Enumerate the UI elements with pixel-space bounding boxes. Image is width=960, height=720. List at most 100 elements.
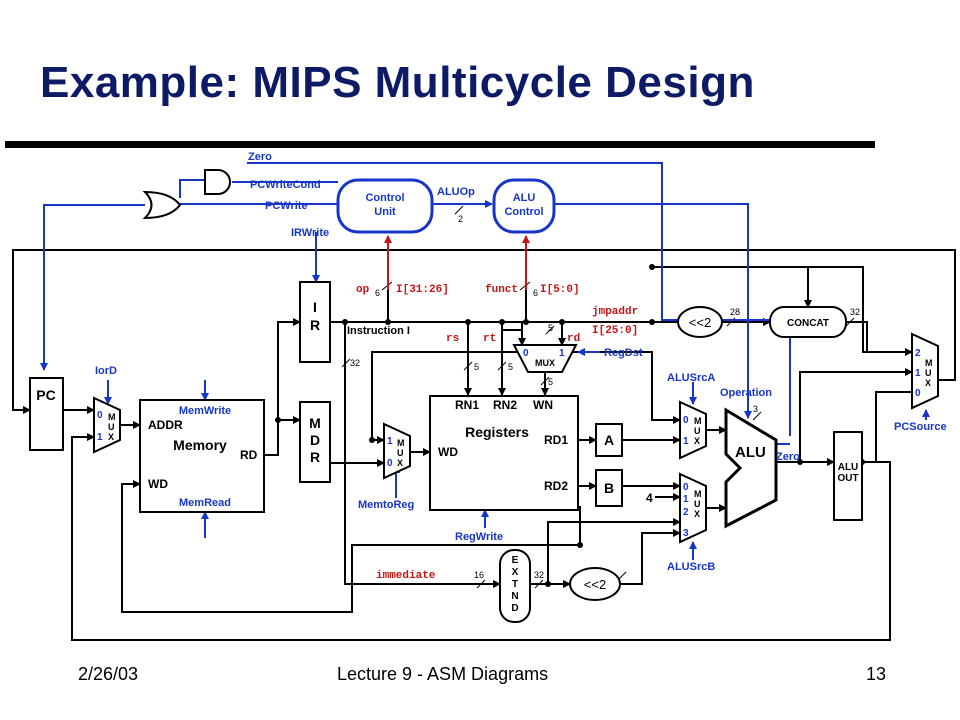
- svg-text:Control: Control: [365, 192, 404, 204]
- svg-text:3: 3: [683, 528, 689, 539]
- bit-width-labels: 6 6 2 32 5 5 5 5 28 32 3 16 32: [350, 214, 860, 580]
- svg-text:2: 2: [458, 214, 463, 224]
- svg-text:U: U: [108, 422, 115, 432]
- svg-text:Control: Control: [504, 206, 543, 218]
- pcsource-mux: 2 1 0 MUX: [911, 332, 939, 410]
- svg-text:2: 2: [683, 507, 689, 518]
- svg-text:rt: rt: [483, 333, 496, 345]
- svg-text:RD1: RD1: [544, 433, 568, 447]
- svg-text:X: X: [512, 567, 519, 578]
- svg-text:OUT: OUT: [837, 473, 858, 484]
- svg-text:D: D: [310, 432, 320, 448]
- svg-text:ALUSrcB: ALUSrcB: [667, 561, 715, 573]
- field-labels: op I[31:26] funct I[5:0] jmpaddr I[25:0]…: [356, 284, 638, 582]
- svg-text:IorD: IorD: [95, 365, 117, 377]
- svg-text:WD: WD: [148, 477, 168, 491]
- svg-text:E: E: [512, 555, 519, 566]
- svg-text:1: 1: [387, 436, 393, 447]
- pc-register: PC: [29, 377, 64, 451]
- svg-text:1: 1: [97, 432, 103, 443]
- svg-text:U: U: [694, 499, 701, 509]
- svg-text:D: D: [511, 603, 518, 614]
- svg-text:T: T: [512, 579, 518, 590]
- svg-text:Unit: Unit: [374, 206, 396, 218]
- iord-mux: 0 1 MUX: [93, 396, 121, 454]
- svg-text:32: 32: [350, 358, 360, 368]
- control-signal-labels: Zero PCWriteCond PCWrite ALUOp IRWrite I…: [95, 151, 947, 573]
- svg-text:0: 0: [683, 482, 689, 493]
- svg-text:Zero: Zero: [776, 451, 800, 463]
- svg-text:M: M: [694, 489, 702, 499]
- junction-dots: [275, 264, 865, 587]
- footer-lecture: Lecture 9 - ASM Diagrams: [337, 664, 549, 684]
- svg-text:funct: funct: [485, 284, 518, 296]
- svg-text:6: 6: [533, 288, 538, 298]
- svg-text:<<2: <<2: [584, 577, 606, 592]
- svg-text:RD: RD: [240, 448, 258, 462]
- svg-text:Registers: Registers: [465, 424, 529, 440]
- svg-text:CONCAT: CONCAT: [787, 318, 829, 329]
- svg-text:1: 1: [915, 368, 921, 379]
- svg-text:ALUSrcA: ALUSrcA: [667, 372, 715, 384]
- svg-text:1: 1: [559, 348, 565, 359]
- svg-text:U: U: [694, 426, 701, 436]
- svg-text:U: U: [397, 448, 404, 458]
- alusrca-mux: 0 1 MUX: [679, 400, 707, 460]
- svg-text:X: X: [694, 436, 700, 446]
- svg-text:RN2: RN2: [493, 398, 517, 412]
- svg-text:28: 28: [730, 307, 740, 317]
- svg-text:MemRead: MemRead: [179, 497, 231, 509]
- footer-date: 2/26/03: [78, 664, 139, 684]
- svg-text:3: 3: [753, 404, 758, 414]
- svg-text:A: A: [604, 432, 614, 448]
- svg-text:16: 16: [474, 570, 484, 580]
- svg-text:PCSource: PCSource: [894, 421, 947, 433]
- alu-block: ALU: [724, 407, 778, 529]
- svg-text:5: 5: [508, 362, 513, 372]
- svg-text:M: M: [925, 358, 933, 368]
- b-register: B: [595, 469, 623, 507]
- svg-text:R: R: [310, 449, 320, 465]
- svg-text:RD2: RD2: [544, 479, 568, 493]
- svg-text:M: M: [694, 416, 702, 426]
- svg-text:M: M: [108, 412, 116, 422]
- memory-block: MemWrite ADDR Memory RD WD MemRead: [139, 399, 265, 513]
- memtoreg-mux: 1 0 MUX: [383, 422, 411, 480]
- svg-text:ALU: ALU: [838, 462, 859, 473]
- svg-text:immediate: immediate: [376, 570, 436, 582]
- svg-text:IRWrite: IRWrite: [291, 227, 329, 239]
- svg-text:X: X: [694, 509, 700, 519]
- svg-text:PC: PC: [36, 387, 55, 403]
- svg-text:MUX: MUX: [535, 358, 555, 368]
- svg-text:WN: WN: [533, 398, 553, 412]
- svg-text:5: 5: [474, 362, 479, 372]
- control-wires: [40, 162, 930, 560]
- ir-register: I R: [299, 281, 331, 363]
- svg-text:ADDR: ADDR: [148, 418, 183, 432]
- concat-block: CONCAT: [769, 306, 847, 338]
- svg-text:0: 0: [683, 415, 689, 426]
- instruction-label: Instruction I: [347, 325, 410, 337]
- svg-text:32: 32: [850, 307, 860, 317]
- svg-text:6: 6: [375, 288, 380, 298]
- svg-text:I: I: [313, 299, 317, 315]
- svg-text:I[31:26]: I[31:26]: [396, 284, 449, 296]
- datapath-wires: [12, 205, 956, 641]
- svg-text:2: 2: [915, 348, 921, 359]
- svg-text:jmpaddr: jmpaddr: [592, 306, 638, 318]
- svg-text:5: 5: [548, 377, 553, 387]
- svg-text:X: X: [108, 432, 114, 442]
- svg-text:0: 0: [387, 458, 393, 469]
- svg-text:32: 32: [534, 570, 544, 580]
- svg-text:RegWrite: RegWrite: [455, 531, 503, 543]
- shift-left-jump-block: <<2: [677, 306, 723, 338]
- const-four: 4: [646, 491, 653, 505]
- or-gate: [142, 190, 182, 220]
- svg-text:Zero: Zero: [248, 151, 272, 163]
- svg-text:ALUOp: ALUOp: [437, 186, 475, 198]
- svg-text:0: 0: [97, 410, 103, 421]
- svg-text:rd: rd: [567, 333, 580, 345]
- aluout-register: ALU OUT: [833, 431, 863, 521]
- svg-text:MemtoReg: MemtoReg: [358, 499, 414, 511]
